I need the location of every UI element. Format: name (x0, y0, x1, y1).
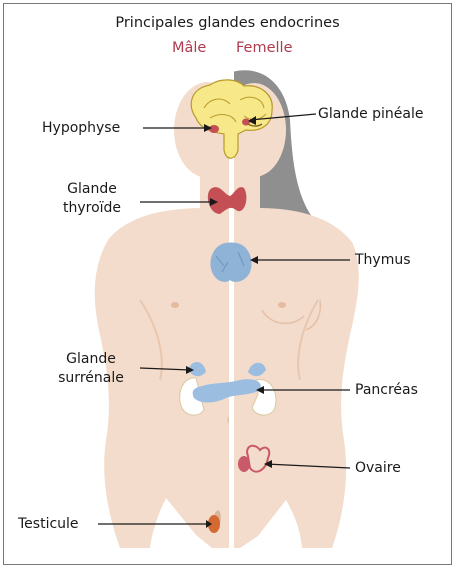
adrenal-label: Glande surrénale (44, 350, 138, 388)
pancreas-label: Pancréas (355, 382, 418, 399)
thyroid-label-line1: Glande (52, 180, 132, 199)
female-label: Femelle (236, 40, 293, 57)
adrenal-label-line1: Glande (44, 350, 138, 369)
thyroid-label: Glande thyroïde (52, 180, 132, 218)
thymus-gland (210, 243, 251, 282)
pineal-label: Glande pinéale (318, 106, 424, 123)
hypophyse-gland (209, 125, 219, 133)
pineal-gland (242, 119, 250, 126)
adrenal-label-line2: surrénale (44, 369, 138, 388)
testicle-label: Testicule (18, 516, 79, 533)
thyroid-label-line2: thyroïde (52, 199, 132, 218)
male-label: Mâle (172, 40, 206, 57)
ovary-label: Ovaire (355, 460, 401, 477)
ovary-gland (238, 456, 250, 472)
hypophyse-label: Hypophyse (42, 120, 120, 137)
thymus-label: Thymus (355, 252, 411, 269)
diagram-title: Principales glandes endocrines (0, 15, 455, 32)
